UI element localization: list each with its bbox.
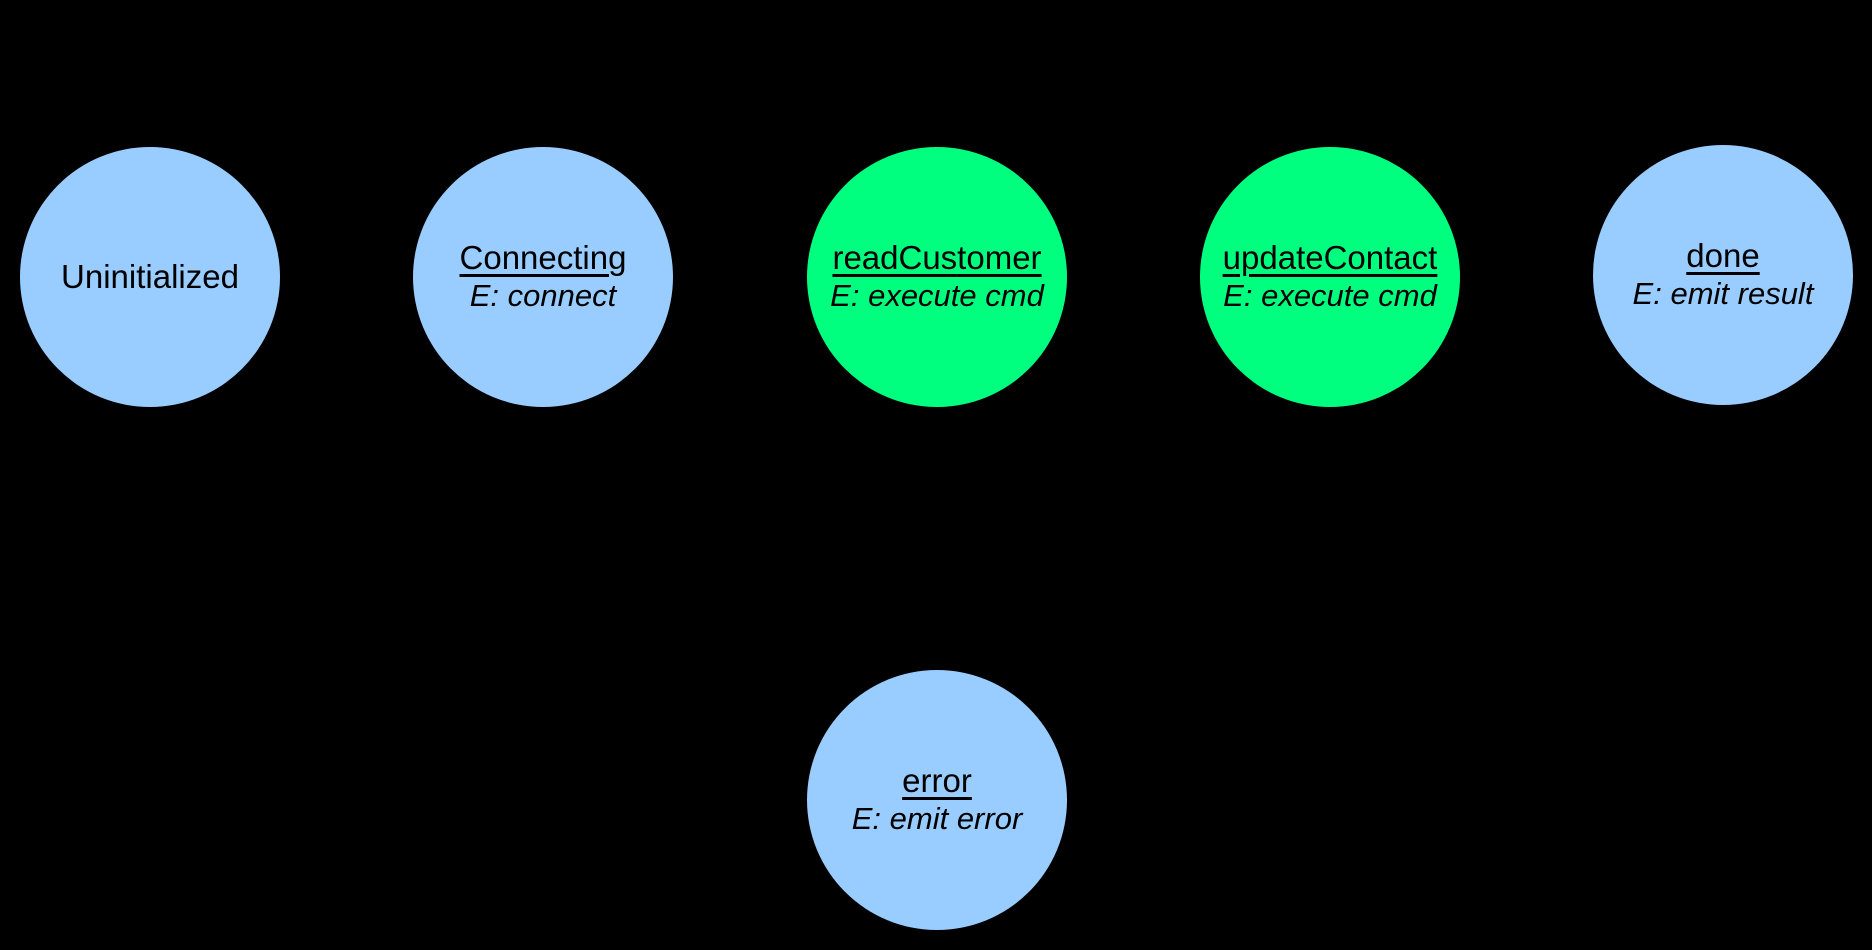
state-title: done bbox=[1686, 237, 1760, 274]
state-node-error: error E: emit error bbox=[807, 670, 1067, 930]
state-entry-action: E: emit result bbox=[1632, 276, 1814, 311]
state-node-updatecontact: updateContact E: execute cmd bbox=[1200, 147, 1460, 407]
state-node-done: done E: emit result bbox=[1593, 145, 1853, 405]
state-title: Uninitialized bbox=[61, 258, 239, 295]
state-entry-action: E: connect bbox=[469, 278, 617, 313]
state-title: Connecting bbox=[459, 239, 627, 276]
state-title: readCustomer bbox=[832, 239, 1042, 276]
state-entry-action: E: execute cmd bbox=[830, 278, 1044, 313]
state-node-readcustomer: readCustomer E: execute cmd bbox=[807, 147, 1067, 407]
state-title: updateContact bbox=[1222, 239, 1438, 276]
state-entry-action: E: emit error bbox=[851, 801, 1023, 836]
state-node-connecting: Connecting E: connect bbox=[413, 147, 673, 407]
state-entry-action: E: execute cmd bbox=[1223, 278, 1437, 313]
state-title: error bbox=[902, 762, 972, 799]
state-node-uninitialized: Uninitialized bbox=[20, 147, 280, 407]
